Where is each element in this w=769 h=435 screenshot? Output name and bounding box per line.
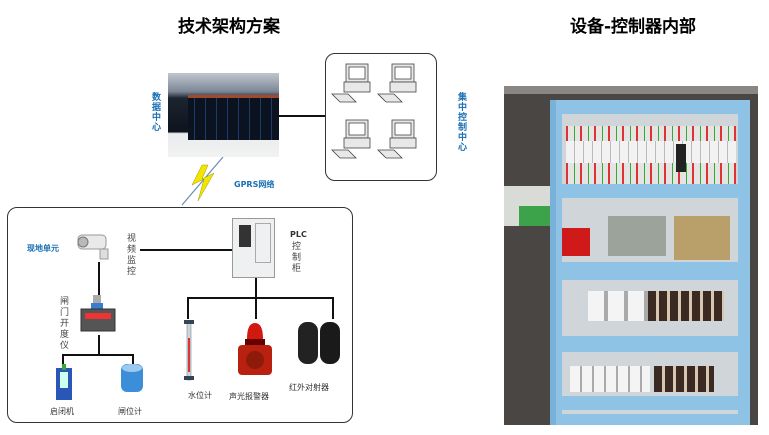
gate-meter-icon <box>80 295 116 332</box>
gate-meter-label: 闸门开度仪 <box>58 296 68 351</box>
plc-cabinet-image <box>232 218 275 278</box>
hoist-label: 启闭机 <box>50 407 74 416</box>
hoist-icon <box>56 364 72 400</box>
alarm-siren-icon <box>238 323 272 375</box>
connector-line <box>332 297 334 319</box>
infrared-label: 红外对射器 <box>289 383 329 392</box>
water-level-label: 水位计 <box>188 391 212 400</box>
connector-line <box>98 262 100 297</box>
computer-icons <box>331 63 417 159</box>
field-unit-box <box>7 207 353 423</box>
field-unit-label: 现地单元 <box>27 244 59 253</box>
water-level-gauge-icon <box>184 320 194 381</box>
controller-title: 设备-控制器内部 <box>570 17 697 37</box>
connector-line <box>62 354 133 356</box>
plc-cabinet-label: 控制柜 <box>290 241 300 274</box>
gate-position-meter-icon <box>121 364 143 392</box>
connector-line <box>187 297 189 319</box>
data-center-label: 数据中心 <box>150 92 160 132</box>
control-center-box <box>325 53 437 181</box>
camera-icon <box>77 234 109 260</box>
connector-line <box>98 335 100 354</box>
data-center-image <box>168 73 279 157</box>
network-label: GPRS网络 <box>234 180 275 189</box>
connector-line <box>279 115 325 117</box>
control-center-label: 集中控制中心 <box>456 92 466 152</box>
connector-line <box>255 297 257 319</box>
connector-line <box>132 354 134 366</box>
controller-interior-photo <box>504 86 758 425</box>
wireless-lightning-icon <box>181 157 224 206</box>
plc-label: PLC <box>290 230 307 239</box>
video-monitor-label: 视频监控 <box>125 233 135 277</box>
alarm-label: 声光报警器 <box>229 392 269 401</box>
connector-line <box>255 278 257 297</box>
connector-line <box>187 297 333 299</box>
connector-line <box>140 249 232 251</box>
gate-position-label: 闸位计 <box>118 407 142 416</box>
architecture-title: 技术架构方案 <box>178 17 280 37</box>
connector-line <box>62 354 64 366</box>
infrared-beam-icon <box>298 322 340 364</box>
